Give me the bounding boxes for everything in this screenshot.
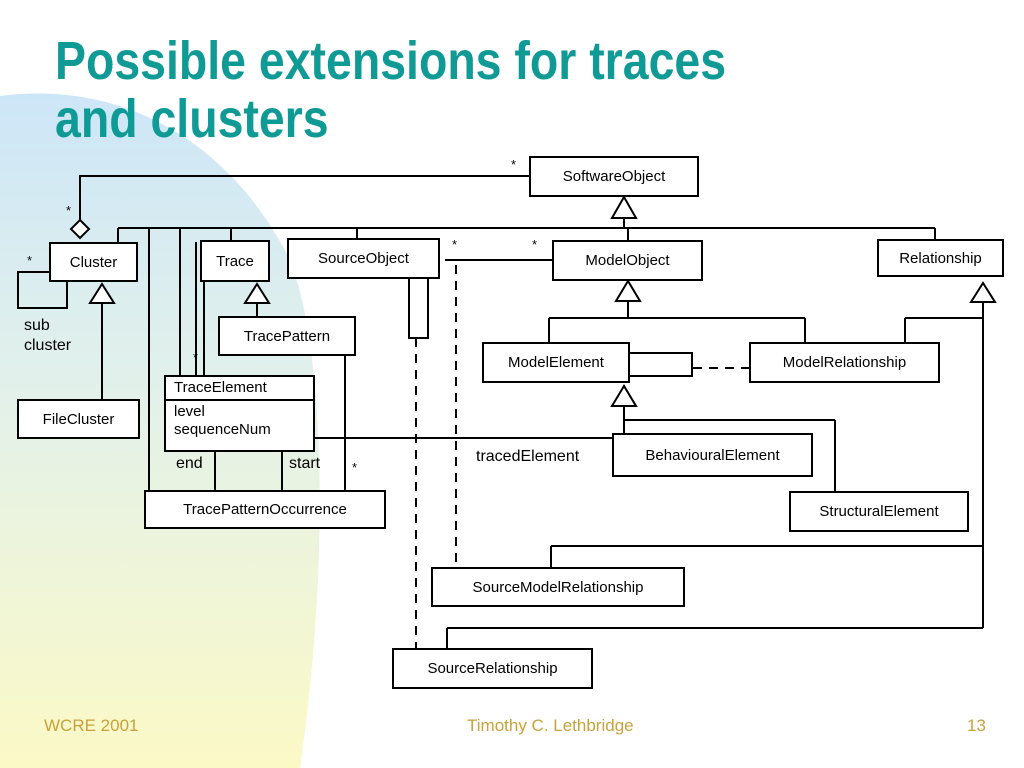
class-traceelement-name: TraceElement bbox=[174, 379, 267, 396]
attribute-level: level bbox=[174, 403, 205, 420]
class-softwareobject-name: SoftwareObject bbox=[562, 168, 666, 185]
class-cluster: Cluster bbox=[49, 242, 138, 282]
class-tracepatternoccurrence: TracePatternOccurrence bbox=[144, 490, 386, 529]
class-filecluster-name: FileCluster bbox=[42, 410, 115, 428]
class-trace-name: Trace bbox=[216, 252, 254, 270]
footer-page-number: 13 bbox=[967, 716, 986, 735]
class-structuralelement: StructuralElement bbox=[789, 491, 969, 532]
class-sourceobject-name: SourceObject bbox=[318, 250, 409, 267]
multiplicity-sourceobject: * bbox=[452, 237, 458, 252]
class-modelobject: ModelObject bbox=[552, 240, 703, 281]
class-traceelement-name-section: TraceElement bbox=[166, 377, 313, 399]
class-traceelement-attributes: level sequenceNum bbox=[166, 399, 313, 441]
role-cluster: cluster bbox=[24, 337, 72, 354]
footer-conference: WCRE 2001 bbox=[44, 716, 139, 735]
class-sourcerelationship: SourceRelationship bbox=[392, 648, 593, 689]
multiplicity-cluster-aggregation: * bbox=[66, 203, 72, 218]
multiplicity-traceelement: * bbox=[193, 350, 199, 365]
class-softwareobject: SoftwareObject bbox=[529, 156, 699, 197]
modelobject-generalization bbox=[548, 279, 806, 342]
class-sourcemodelrelationship: SourceModelRelationship bbox=[431, 567, 685, 607]
class-behaviouralelement: BehaviouralElement bbox=[612, 433, 813, 477]
title-line-1: Possible extensions for traces bbox=[55, 31, 727, 91]
role-start: start bbox=[289, 455, 321, 472]
class-filecluster: FileCluster bbox=[17, 399, 140, 439]
class-modelrelationship-name: ModelRelationship bbox=[782, 354, 907, 371]
class-modelelement: ModelElement bbox=[482, 342, 630, 383]
class-tracepattern-name: TracePattern bbox=[243, 327, 331, 345]
role-sub: sub bbox=[24, 317, 50, 334]
multiplicity-softwareobject: * bbox=[511, 157, 517, 172]
slide-title: Possible extensions for traces and clust… bbox=[55, 32, 726, 148]
class-relationship: Relationship bbox=[877, 239, 1004, 277]
class-behaviouralelement-name: BehaviouralElement bbox=[645, 446, 780, 464]
class-relationship-name: Relationship bbox=[899, 249, 982, 267]
cluster-softwareobject-association bbox=[69, 175, 530, 240]
class-sourcemodelrelationship-name: SourceModelRelationship bbox=[472, 578, 644, 596]
class-traceelement: TraceElement level sequenceNum bbox=[164, 375, 315, 452]
role-traced-element: tracedElement bbox=[476, 448, 580, 465]
attribute-sequencenum: sequenceNum bbox=[174, 421, 271, 438]
class-trace: Trace bbox=[200, 240, 270, 282]
modelelement-generalization bbox=[610, 384, 836, 491]
dashed-associations bbox=[415, 265, 750, 648]
class-modelelement-name: ModelElement bbox=[508, 354, 604, 371]
multiplicity-modelobject: * bbox=[532, 237, 538, 252]
class-cluster-name: Cluster bbox=[69, 253, 118, 271]
relationship-generalization bbox=[446, 281, 997, 648]
class-modelrelationship: ModelRelationship bbox=[749, 342, 940, 383]
class-sourcerelationship-name: SourceRelationship bbox=[427, 660, 558, 677]
filecluster-generalization bbox=[88, 282, 116, 399]
multiplicity-cluster-self: * bbox=[27, 253, 33, 268]
cluster-self-association bbox=[17, 271, 68, 309]
class-sourceobject: SourceObject bbox=[287, 238, 440, 279]
class-structuralelement-name: StructuralElement bbox=[819, 503, 939, 520]
class-modelobject-name: ModelObject bbox=[585, 252, 670, 269]
tracepattern-generalization bbox=[243, 282, 271, 316]
class-tracepattern: TracePattern bbox=[218, 316, 356, 356]
softwareobject-generalization bbox=[117, 194, 936, 490]
footer-author: Timothy C. Lethbridge bbox=[467, 716, 634, 735]
class-tracepatternoccurrence-name: TracePatternOccurrence bbox=[183, 501, 347, 518]
title-line-2: and clusters bbox=[55, 89, 329, 149]
multiplicity-tracepatternoccurrence: * bbox=[352, 460, 358, 475]
role-end: end bbox=[176, 455, 203, 472]
